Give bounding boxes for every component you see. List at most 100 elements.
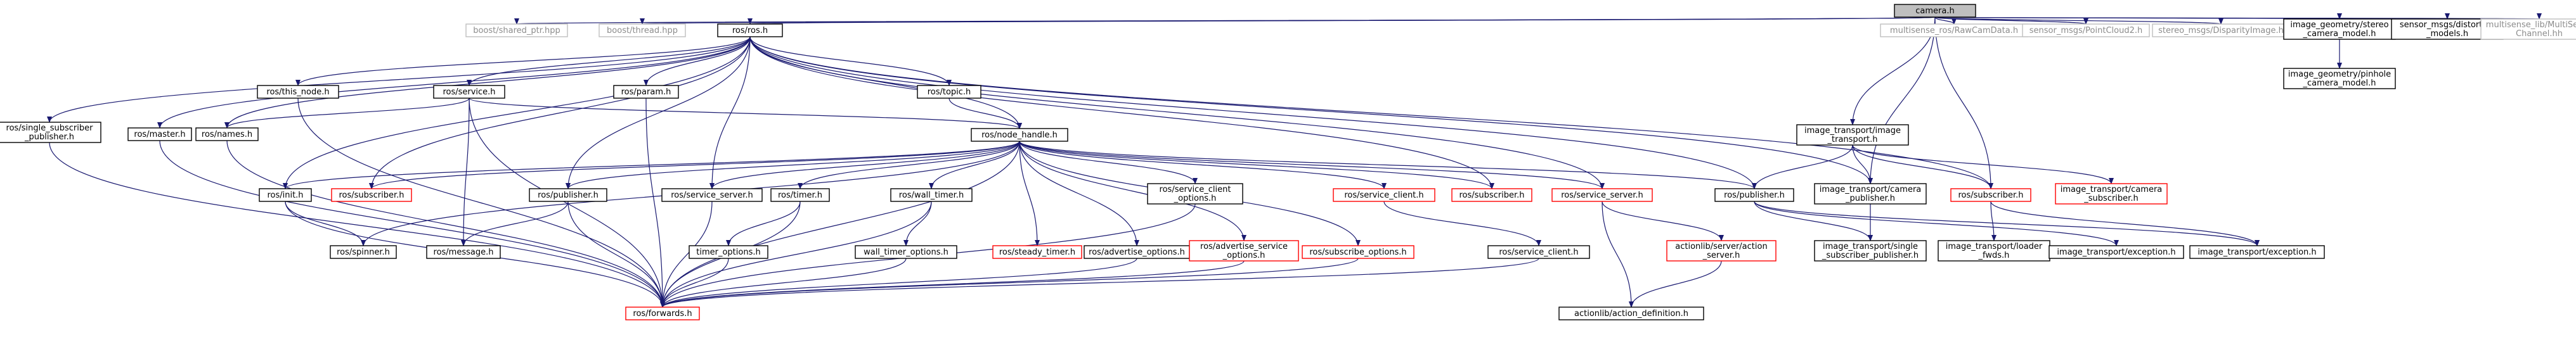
node-label: ros/service.h: [443, 87, 495, 97]
node-box: [2055, 183, 2168, 205]
node-ros-subscriber-red3[interactable]: ros/subscriber.h: [1950, 188, 2031, 202]
node-it-cam-pub[interactable]: image_transport/camera_publisher.h: [1814, 183, 1927, 205]
node-label: _subscriber.h: [2083, 194, 2138, 203]
node-ros-publisher[interactable]: ros/publisher.h: [529, 188, 607, 202]
node-multisense-channel[interactable]: multisense_lib/MultiSenseChannel.hh: [2480, 18, 2576, 40]
node-disparity[interactable]: stereo_msgs/DisparityImage.h: [2152, 23, 2290, 37]
node-pinhole[interactable]: image_geometry/pinhole_camera_model.h: [2283, 68, 2396, 89]
node-ros-message[interactable]: ros/message.h: [426, 245, 501, 259]
node-actionlib-server[interactable]: actionlib/server/action_server.h: [1666, 240, 1777, 262]
node-ros-timer[interactable]: ros/timer.h: [770, 188, 830, 202]
node-box: [717, 23, 783, 37]
node-single-sub-pub[interactable]: ros/single_subscriber_publisher.h: [0, 122, 101, 143]
edge-ros_service_server-to-ros_forwards: [660, 201, 713, 308]
node-ros-subscriber-red[interactable]: ros/subscriber.h: [331, 188, 412, 202]
node-label: _subscriber_publisher.h: [1822, 251, 1919, 260]
edge-service-to-node_handle: [469, 98, 1022, 129]
node-ros-advertise-options[interactable]: ros/advertise_options.h: [1084, 245, 1190, 259]
node-names[interactable]: ros/names.h: [195, 127, 259, 141]
node-master[interactable]: ros/master.h: [127, 127, 192, 141]
node-label: ros/master.h: [134, 130, 185, 139]
node-label: ros/forwards.h: [633, 309, 692, 319]
node-ros-subscriber-red2[interactable]: ros/subscriber.h: [1451, 188, 1532, 202]
node-box: [1551, 188, 1653, 202]
edge-ros-to-this_node: [295, 36, 751, 86]
node-box: [0, 122, 101, 143]
edge-names-to-ros_forwards: [226, 140, 665, 308]
node-wall-timer-options[interactable]: wall_timer_options.h: [855, 245, 957, 259]
node-ros-spinner[interactable]: ros/spinner.h: [330, 245, 397, 259]
edge-layer: [47, 13, 2540, 308]
node-ros-adv-service-opts[interactable]: ros/advertise_service_options.h: [1189, 240, 1299, 262]
node-label: image_transport/exception.h: [2057, 248, 2175, 257]
node-it-exception1[interactable]: image_transport/exception.h: [2049, 245, 2184, 259]
edge-ros-to-ros_publisher: [566, 36, 751, 189]
node-stereo-model[interactable]: image_geometry/stereo_camera_model.h: [2283, 18, 2396, 40]
node-timer-options[interactable]: timer_options.h: [689, 245, 768, 259]
node-ros-wall-timer[interactable]: ros/wall_timer.h: [890, 188, 973, 202]
node-boost-shared[interactable]: boost/shared_ptr.hpp: [465, 23, 568, 37]
edge-ros-to-ros_subscriber_red2: [749, 36, 1494, 189]
node-ros-service-server-red[interactable]: ros/service_server.h: [1551, 188, 1653, 202]
node-it-exception2[interactable]: image_transport/exception.h: [2189, 245, 2325, 259]
node-label: Channel.hh: [2516, 29, 2563, 39]
node-node-handle[interactable]: ros/node_handle.h: [971, 128, 1068, 142]
node-box: [1189, 240, 1299, 262]
node-label: _camera_model.h: [2303, 29, 2376, 39]
node-ros-service-client2[interactable]: ros/service_client.h: [1487, 245, 1590, 259]
edge-node_handle-to-ros_publisher2: [1019, 141, 1757, 189]
edge-node_handle-to-ros_adv_service_opts: [1019, 141, 1246, 241]
node-it-loader-fwds[interactable]: image_transport/loader_fwds.h: [1938, 240, 2050, 262]
node-topic[interactable]: ros/topic.h: [917, 85, 981, 99]
node-box: [661, 188, 763, 202]
node-label: ros/wall_timer.h: [899, 191, 964, 200]
node-label: sensor_msgs/PointCloud2.h: [2029, 26, 2142, 35]
edge-ros-to-node_handle: [749, 36, 1022, 129]
node-it-transport[interactable]: image_transport/image_transport.h: [1796, 124, 1909, 146]
node-pointcloud2[interactable]: sensor_msgs/PointCloud2.h: [2022, 23, 2150, 37]
node-ros-service-client-opts[interactable]: ros/service_client_options.h: [1147, 183, 1243, 205]
node-ros-service-client-red[interactable]: ros/service_client.h: [1333, 188, 1435, 202]
node-label: image_transport/image: [1804, 126, 1901, 136]
edge-node_handle-to-ros_service_client_red: [1019, 141, 1387, 189]
node-box: [195, 127, 259, 141]
edge-it_transport-to-it_cam_sub: [1852, 144, 2114, 184]
edge-camera-to-pointcloud2: [1934, 16, 2088, 25]
edge-ros-to-topic: [749, 36, 952, 86]
edge-ros_publisher2-to-it_exception1: [1754, 201, 2119, 246]
node-it-cam-sub[interactable]: image_transport/camera_subscriber.h: [2055, 183, 2168, 205]
node-actionlib-goal[interactable]: actionlib/action_definition.h: [1558, 307, 1704, 320]
node-ros-publisher2[interactable]: ros/publisher.h: [1714, 188, 1794, 202]
node-box: [529, 188, 607, 202]
node-it-single-sub-pub[interactable]: image_transport/single_subscriber_publis…: [1814, 240, 1927, 262]
node-label: _options.h: [1174, 194, 1217, 203]
node-label: wall_timer_options.h: [864, 248, 948, 257]
node-label: ros/subscribe_options.h: [1309, 248, 1406, 257]
node-ros-subscribe-options[interactable]: ros/subscribe_options.h: [1302, 245, 1414, 259]
node-box: [257, 85, 339, 99]
node-box: [971, 128, 1068, 142]
node-this-node[interactable]: ros/this_node.h: [257, 85, 339, 99]
node-raw-cam[interactable]: multisense_ros/RawCamData.h: [1880, 23, 2028, 37]
node-box: [855, 245, 957, 259]
node-service[interactable]: ros/service.h: [433, 85, 505, 99]
node-ros[interactable]: ros/ros.h: [717, 23, 783, 37]
edge-ros_init-to-ros_spinner: [285, 201, 366, 246]
node-param[interactable]: ros/param.h: [613, 85, 679, 99]
node-box: [2049, 245, 2184, 259]
node-label: image_geometry/pinhole: [2288, 70, 2391, 79]
node-box: [1302, 245, 1414, 259]
node-boost-thread[interactable]: boost/thread.hpp: [599, 23, 686, 37]
node-ros-init[interactable]: ros/init.h: [259, 188, 312, 202]
node-label: _models.h: [2426, 29, 2468, 39]
node-label: ros/ros.h: [732, 26, 768, 35]
edge-ros_subscribe_options-to-ros_forwards: [660, 258, 1359, 308]
edge-ros-to-param: [644, 36, 751, 86]
node-ros-forwards[interactable]: ros/forwards.h: [625, 307, 700, 320]
node-camera[interactable]: camera.h: [1894, 4, 1976, 18]
node-ros-steady-timer[interactable]: ros/steady_timer.h: [992, 245, 1082, 259]
edge-ros_subscriber_red3-to-it_loader_fwds: [1990, 201, 1997, 241]
node-ros-service-server[interactable]: ros/service_server.h: [661, 188, 763, 202]
edge-ros_service_client2-to-ros_forwards: [660, 258, 1539, 308]
